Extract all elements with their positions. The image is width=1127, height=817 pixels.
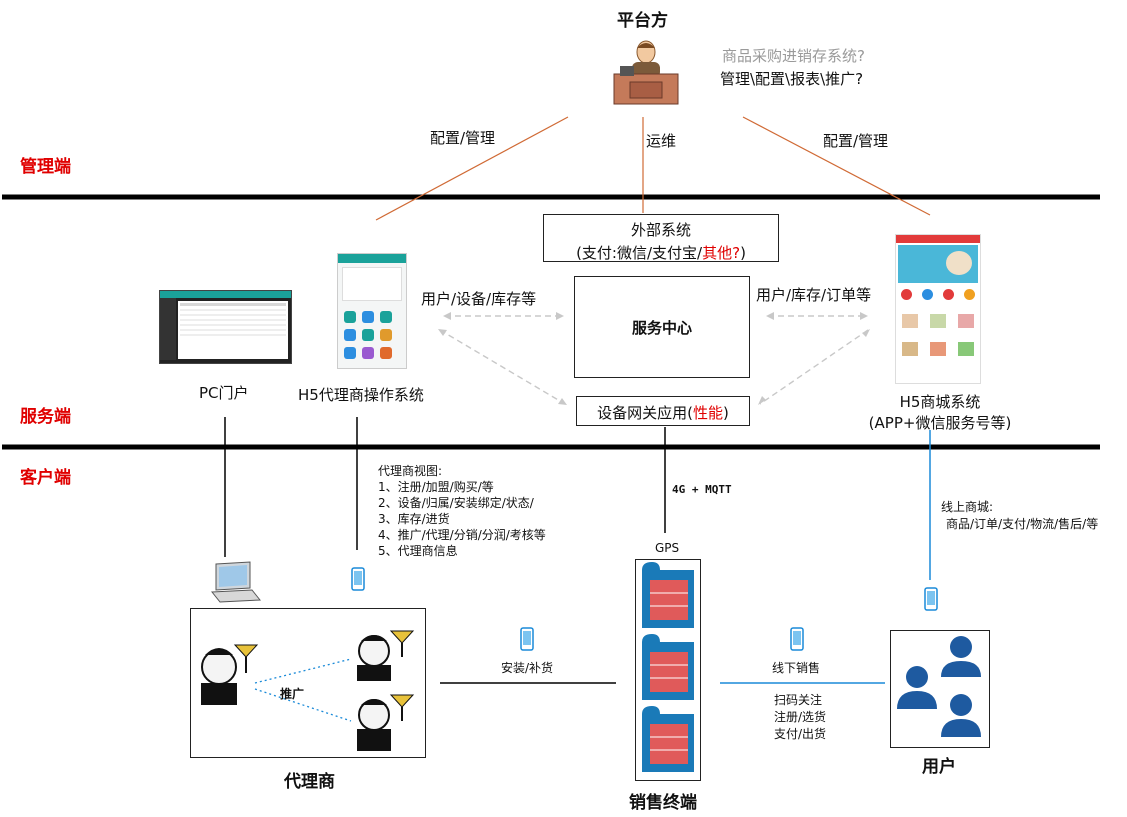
platform-title: 平台方 (617, 11, 668, 31)
agent-view-item: 5、代理商信息 (378, 544, 458, 558)
user-group-icon (897, 636, 981, 737)
h5-agent-screenshot (337, 253, 407, 369)
left-config-label: 配置/管理 (430, 129, 496, 147)
sales-terminal-label: 销售终端 (629, 793, 697, 813)
mgmt-line-left (375, 116, 569, 221)
promote-link (254, 688, 352, 722)
phone-icon (351, 567, 365, 591)
zone-client-label: 客户端 (20, 468, 71, 488)
pc-portal-label: PC门户 (199, 384, 249, 402)
install-label: 安装/补货 (501, 661, 554, 675)
offline-sales-label: 线下销售 (772, 661, 821, 675)
user-box (890, 630, 990, 748)
offline-step: 支付/出货 (774, 727, 827, 741)
offline-step: 扫码关注 (774, 693, 823, 707)
h5-mall-label: H5商城系统 (APP+微信服务号等) (868, 393, 1012, 432)
right-sync-label: 用户/库存/订单等 (756, 286, 872, 304)
phone-icon (790, 627, 804, 651)
mgmt-line-right (742, 116, 931, 216)
agent-figure-icon (357, 694, 415, 751)
right-config-label: 配置/管理 (823, 132, 889, 150)
agent-figure-icon (357, 630, 415, 681)
laptop-icon (210, 561, 262, 603)
agent-view-item: 3、库存/进货 (378, 512, 450, 526)
external-system-box: 外部系统 (支付:微信/支付宝/其他?) (543, 214, 779, 262)
promote-label: 推广 (280, 687, 305, 701)
gateway-label: 设备网关应用(性能) (597, 404, 729, 422)
phone-icon (924, 587, 938, 611)
agent-view-item: 2、设备/归属/安装绑定/状态/ (378, 496, 534, 510)
protocol-label: 4G + MQTT (672, 483, 732, 496)
online-mall-detail: 商品/订单/支付/物流/售后/等 (946, 517, 1099, 531)
zone-service-label: 服务端 (20, 407, 71, 427)
user-label: 用户 (922, 757, 956, 777)
ops-label: 运维 (646, 132, 677, 150)
platform-question-2: 管理\配置\报表\推广? (720, 70, 864, 88)
agent-figures (201, 630, 415, 751)
external-system-title: 外部系统 (630, 221, 691, 239)
sales-terminal-box (635, 559, 701, 781)
gateway-arrow-right (759, 329, 869, 405)
platform-question-1: 商品采购进销存系统? (722, 47, 865, 65)
agent-view-item: 4、推广/代理/分销/分润/考核等 (378, 528, 546, 542)
agent-view-title: 代理商视图: (378, 464, 443, 478)
vending-machine-icon (642, 562, 694, 772)
zone-mgmt-label: 管理端 (20, 157, 71, 177)
left-sync-label: 用户/设备/库存等 (421, 290, 537, 308)
offline-step: 注册/选货 (774, 710, 827, 724)
h5-mall-screenshot (895, 234, 981, 384)
service-center-label: 服务中心 (631, 318, 692, 337)
gateway-box: 设备网关应用(性能) (576, 396, 750, 426)
external-system-detail: (支付:微信/支付宝/其他?) (576, 244, 746, 262)
promote-link (254, 658, 352, 684)
agent-box: 推广 (190, 608, 426, 758)
gps-label: GPS (655, 541, 680, 555)
agent-view-item: 1、注册/加盟/购买/等 (378, 480, 494, 494)
agent-label: 代理商 (284, 772, 335, 792)
phone-icon (520, 627, 534, 651)
service-center-box: 服务中心 (574, 276, 750, 378)
online-mall-title: 线上商城: (941, 500, 994, 514)
gateway-arrow-left (439, 329, 566, 405)
agent-figure-icon (201, 644, 259, 705)
h5-agent-label: H5代理商操作系统 (298, 386, 424, 404)
administrator-icon (613, 40, 679, 105)
pc-portal-screenshot (159, 290, 292, 364)
agent-view: 代理商视图: 1、注册/加盟/购买/等 2、设备/归属/安装绑定/状态/ 3、库… (378, 463, 546, 559)
